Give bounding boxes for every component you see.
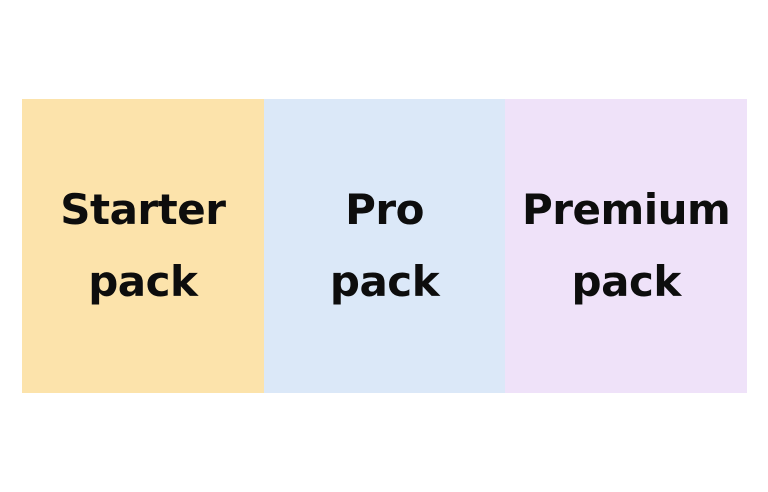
premium-pack-card[interactable]: Premium pack xyxy=(505,99,748,393)
starter-pack-label-line2: pack xyxy=(88,257,198,306)
pro-pack-label-line2: pack xyxy=(329,257,440,306)
pack-options-row: Starter pack Pro pack Premium pack xyxy=(22,99,748,393)
starter-pack-card[interactable]: Starter pack xyxy=(22,99,264,393)
starter-pack-label-line1: Starter xyxy=(60,185,226,234)
pro-pack-label-line1: Pro xyxy=(345,185,424,234)
premium-pack-label-line1: Premium xyxy=(522,185,731,234)
premium-pack-label-line2: pack xyxy=(571,257,682,306)
pro-pack-card[interactable]: Pro pack xyxy=(263,99,506,393)
starter-pack-label: Starter pack xyxy=(60,174,226,318)
premium-pack-label: Premium pack xyxy=(522,174,731,318)
pro-pack-label: Pro pack xyxy=(329,174,440,318)
